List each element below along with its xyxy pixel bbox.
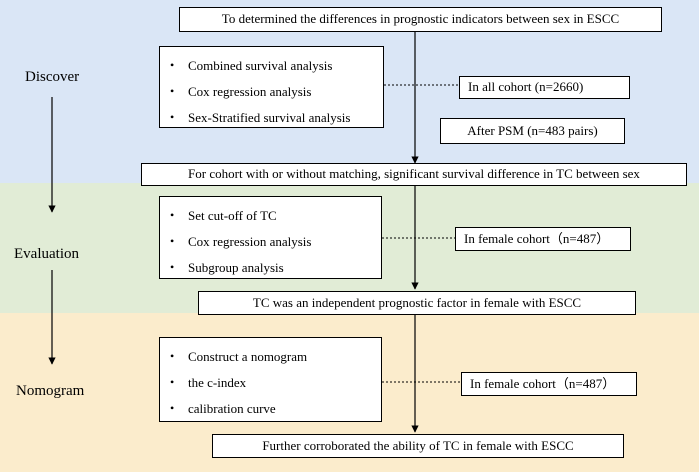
bullet-icon: •	[170, 84, 175, 99]
female-cohort-box-nomogram: In female cohort（n=487）	[461, 372, 637, 396]
discover-result-box: For cohort with or without matching, sig…	[141, 163, 687, 186]
bullet-icon: •	[170, 349, 175, 364]
list-item: •the c-index	[170, 374, 247, 390]
female-cohort-box-evaluation: In female cohort（n=487）	[455, 227, 631, 251]
evaluation-result-box: TC was an independent prognostic factor …	[198, 291, 636, 315]
discover-methods-box: •Combined survival analysis •Cox regress…	[159, 46, 384, 128]
list-item: •Set cut-off of TC	[170, 207, 277, 223]
nomogram-methods-box: •Construct a nomogram •the c-index •cali…	[159, 337, 382, 422]
list-item: •Construct a nomogram	[170, 348, 308, 364]
stage-label-discover: Discover	[25, 69, 80, 85]
bullet-icon: •	[170, 260, 175, 275]
stage-label-evaluation: Evaluation	[14, 246, 79, 262]
psm-box: After PSM (n=483 pairs)	[440, 118, 625, 144]
nomogram-result-box: Further corroborated the ability of TC i…	[212, 434, 624, 458]
list-item: •calibration curve	[170, 400, 276, 416]
bullet-icon: •	[170, 234, 175, 249]
list-item: •Cox regression analysis	[170, 233, 312, 249]
list-item: •Combined survival analysis	[170, 57, 333, 73]
stage-label-nomogram: Nomogram	[16, 383, 85, 399]
bullet-icon: •	[170, 375, 175, 390]
list-item: •Cox regression analysis	[170, 83, 312, 99]
bullet-icon: •	[170, 110, 175, 125]
list-item: •Sex-Stratified survival analysis	[170, 109, 351, 125]
all-cohort-box: In all cohort (n=2660)	[459, 76, 630, 99]
evaluation-methods-box: •Set cut-off of TC •Cox regression analy…	[159, 196, 382, 279]
bullet-icon: •	[170, 401, 175, 416]
bullet-icon: •	[170, 58, 175, 73]
bullet-icon: •	[170, 208, 175, 223]
objective-box: To determined the differences in prognos…	[179, 7, 662, 32]
list-item: •Subgroup analysis	[170, 259, 284, 275]
